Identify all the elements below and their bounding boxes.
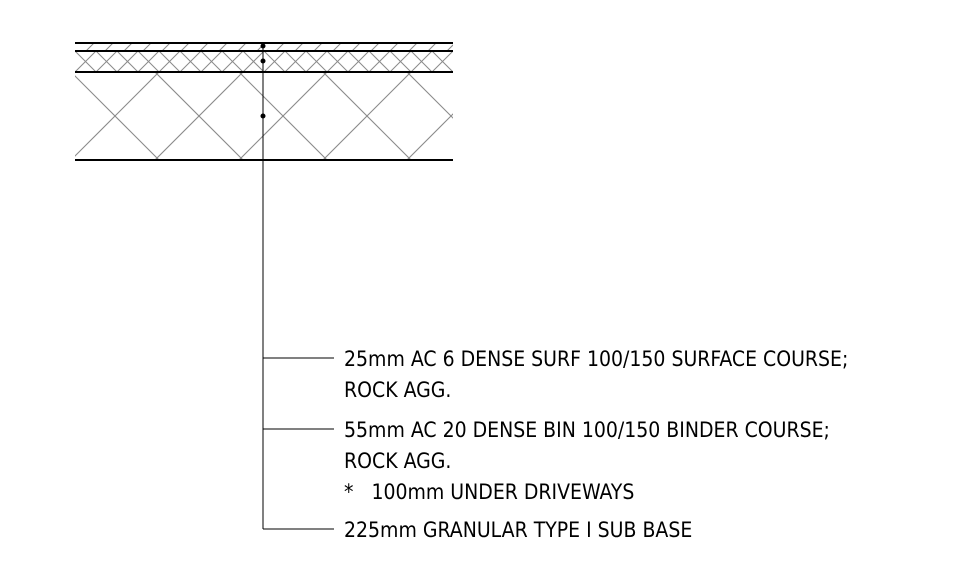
binder-hatch-line-22	[495, 51, 516, 72]
note-surface-line2: ROCK AGG.	[344, 378, 451, 402]
binder-hatch-line-0	[33, 51, 54, 72]
surface-hatch-line-4	[123, 43, 133, 51]
surface-hatch-line-10	[237, 43, 247, 51]
surface-hatch-line-22	[466, 43, 474, 51]
binder-hatch-line-36	[305, 51, 328, 72]
surface-hatch-line-5	[142, 43, 152, 51]
surface-hatch-line-20	[427, 43, 437, 51]
surface-hatch-line-12	[275, 43, 285, 51]
binder-hatch-line-33	[242, 51, 265, 72]
surface-hatch-line-1	[75, 43, 76, 44]
binder-hatch-line-39	[368, 51, 391, 72]
binder-course-hatch	[33, 51, 516, 72]
subbase-hatch-line-8	[575, 72, 663, 160]
binder-hatch-line-29	[158, 51, 181, 72]
binder-hatch-line-25	[75, 51, 97, 72]
binder-hatch-line-38	[347, 51, 370, 72]
leader	[262, 45, 334, 530]
leader-dot-subbase	[260, 113, 266, 119]
subbase-hatch-line-11	[75, 75, 160, 160]
binder-hatch-line-40	[389, 51, 412, 72]
binder-hatch-line-37	[326, 51, 349, 72]
surface-hatch-line-13	[294, 43, 304, 51]
leader-dots	[260, 43, 266, 119]
binder-hatch-line-32	[221, 51, 244, 72]
binder-hatch-line-41	[410, 51, 433, 72]
sub-base-hatch	[75, 72, 663, 160]
subbase-hatch-line-12	[154, 72, 244, 160]
binder-hatch-line-26	[95, 51, 118, 72]
binder-hatch-line-23	[33, 51, 54, 72]
binder-hatch-line-20	[452, 71, 453, 72]
callouts: 25mm AC 6 DENSE SURF 100/150 SURFACE COU…	[344, 347, 848, 542]
note-binder-line1: 55mm AC 20 DENSE BIN 100/150 BINDER COUR…	[344, 418, 830, 442]
subbase-hatch-line-7	[491, 72, 579, 160]
binder-hatch-line-24	[75, 71, 76, 72]
subbase-hatch-line-17	[575, 72, 663, 160]
layer-boundaries	[75, 42, 453, 161]
binder-hatch-line-44	[474, 51, 495, 72]
binder-hatch-line-30	[179, 51, 202, 72]
note-subbase-line1: 225mm GRANULAR TYPE I SUB BASE	[344, 518, 692, 542]
subbase-hatch-line-15	[406, 72, 453, 119]
note-surface-line1: 25mm AC 6 DENSE SURF 100/150 SURFACE COU…	[344, 347, 848, 371]
surface-hatch-line-0	[48, 43, 56, 51]
subbase-hatch-line-14	[322, 72, 412, 160]
binder-hatch-line-28	[137, 51, 160, 72]
binder-hatch-line-45	[495, 51, 516, 72]
surface-hatch-line-19	[408, 43, 418, 51]
subbase-hatch-line-16	[491, 72, 579, 160]
subbase-hatch-line-1	[75, 72, 76, 73]
surface-hatch-line-21	[446, 44, 453, 51]
binder-hatch-line-21	[474, 51, 495, 72]
surface-course-hatch	[48, 43, 474, 51]
note-binder-line2: ROCK AGG.	[344, 449, 451, 473]
leader-dot-binder	[260, 58, 266, 64]
note-binder-line3: * 100mm UNDER DRIVEWAYS	[344, 480, 634, 504]
binder-hatch-line-34	[263, 51, 286, 72]
surface-hatch-line-7	[180, 43, 190, 51]
surface-hatch-line-3	[104, 43, 114, 51]
binder-hatch-line-35	[284, 51, 307, 72]
subbase-hatch-line-10	[75, 159, 76, 160]
surface-hatch-line-14	[313, 43, 323, 51]
surface-hatch-line-6	[161, 43, 171, 51]
leader-dot-surface	[260, 43, 266, 49]
surface-hatch-line-8	[199, 43, 209, 51]
surface-hatch-line-17	[370, 43, 380, 51]
binder-hatch-line-31	[200, 51, 223, 72]
surface-hatch-line-15	[332, 43, 342, 51]
surface-hatch-line-18	[389, 43, 399, 51]
subbase-hatch-line-13	[238, 72, 328, 160]
binder-hatch-line-1	[75, 51, 76, 52]
surface-hatch-line-2	[85, 43, 95, 51]
binder-hatch-line-27	[116, 51, 139, 72]
surface-hatch-line-16	[351, 43, 361, 51]
binder-hatch-line-42	[431, 51, 453, 72]
binder-hatch-line-43	[452, 51, 453, 52]
surface-hatch-line-9	[218, 43, 228, 51]
